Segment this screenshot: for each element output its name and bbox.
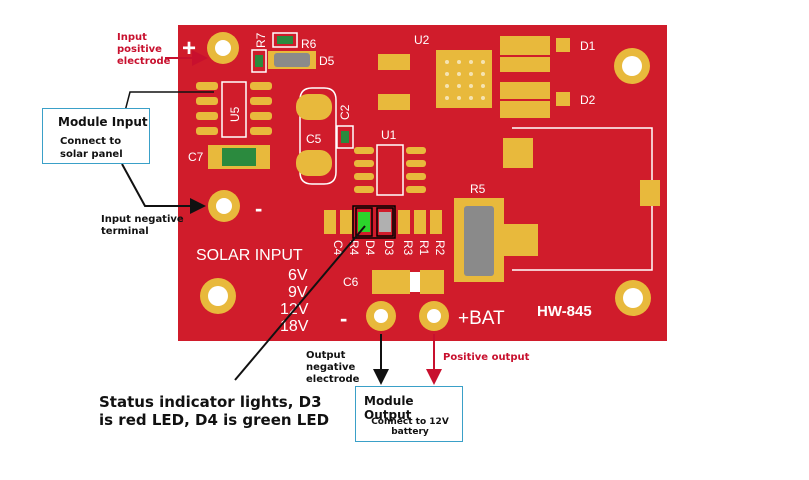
module-input-box: Module Input Connect to solar panel xyxy=(42,108,150,164)
voltage-6v: 6V xyxy=(288,267,308,284)
u1-chip xyxy=(354,144,426,196)
r6-resistor xyxy=(272,32,298,48)
d1-diode xyxy=(500,36,570,72)
input-negative-label: Input negative terminal xyxy=(101,214,184,237)
r7-resistor xyxy=(251,49,267,73)
mount-hole-bottom-right xyxy=(615,280,651,316)
r5-resistor xyxy=(454,198,504,282)
minus-sign: - xyxy=(255,196,262,221)
output-negative-label: Output negative electrode xyxy=(306,350,360,385)
u5-label: U5 xyxy=(228,106,242,122)
input-positive-label: Input positive electrode xyxy=(117,32,171,67)
c7-label: C7 xyxy=(188,150,204,164)
u5-chip xyxy=(196,81,272,138)
mount-hole-top-left xyxy=(207,32,239,64)
output-positive-pad xyxy=(419,301,449,331)
row-label-r1: R1 xyxy=(417,240,431,256)
c2-capacitor xyxy=(336,125,354,149)
input-negative-arrow xyxy=(121,163,206,214)
r5-label: R5 xyxy=(470,182,486,196)
c6-capacitor xyxy=(372,270,444,294)
c7-capacitor xyxy=(208,145,270,169)
indicator-row xyxy=(324,205,442,239)
positive-output-label: Positive output xyxy=(443,352,530,363)
c5-capacitor xyxy=(296,87,337,185)
c2-label: C2 xyxy=(338,104,352,120)
u1-label: U1 xyxy=(381,128,397,142)
module-output-title: Module Output xyxy=(364,394,414,422)
model-label: HW-845 xyxy=(537,303,592,320)
module-output-box: Module Output Connect to 12V battery xyxy=(355,386,463,442)
c6-label: C6 xyxy=(343,275,359,289)
d5-diode xyxy=(268,51,316,69)
voltage-9v: 9V xyxy=(288,284,308,301)
u2-chip xyxy=(378,50,492,110)
r6-label: R6 xyxy=(301,37,317,51)
u2-label: U2 xyxy=(414,33,430,47)
inductor-outline xyxy=(500,127,660,271)
solar-input-label: SOLAR INPUT xyxy=(196,247,303,264)
row-label-d4: D4 xyxy=(363,240,377,256)
d2-label: D2 xyxy=(580,93,596,107)
module-input-sub: Connect to solar panel xyxy=(60,136,123,160)
row-label-r3: R3 xyxy=(401,240,415,256)
d2-diode xyxy=(500,82,570,118)
row-label-r2: R2 xyxy=(433,240,447,256)
mount-hole-top-right xyxy=(614,48,650,84)
module-output-sub: Connect to 12V battery xyxy=(371,417,449,437)
r7-label: R7 xyxy=(254,32,268,48)
row-label-r4: R4 xyxy=(347,240,361,256)
d1-label: D1 xyxy=(580,39,596,53)
mount-hole-bottom-left xyxy=(200,278,236,314)
voltage-18v: 18V xyxy=(280,318,309,335)
row-label-d3: D3 xyxy=(382,240,396,256)
output-negative-pad xyxy=(366,301,396,331)
c5-label: C5 xyxy=(306,132,322,146)
input-negative-pad xyxy=(208,190,240,222)
module-input-line xyxy=(123,91,214,116)
d5-label: D5 xyxy=(319,54,335,68)
output-minus-sign: - xyxy=(340,306,347,331)
module-input-title: Module Input xyxy=(58,115,148,129)
status-light-line xyxy=(234,225,366,381)
status-lights-label: Status indicator lights, D3 is red LED, … xyxy=(99,393,330,429)
bat-label: +BAT xyxy=(458,308,505,329)
row-label-c4: C4 xyxy=(331,240,345,256)
